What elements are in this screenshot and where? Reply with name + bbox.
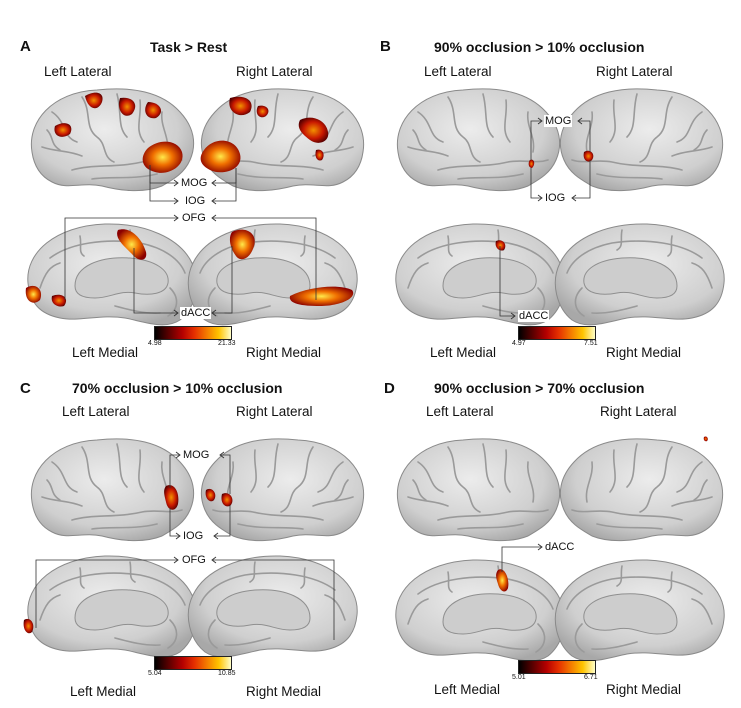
panel-b: B 90% occlusion > 10% occlusion Left Lat… <box>370 0 740 360</box>
label-left-medial: Left Medial <box>430 345 497 360</box>
label-right-lateral: Right Lateral <box>236 404 313 419</box>
panel-b-activations <box>495 150 594 251</box>
label-left-lateral: Left Lateral <box>424 64 492 79</box>
region-mog: MOG <box>180 177 209 189</box>
panel-a: A Task > Rest Left Lateral Right Lateral… <box>0 0 370 360</box>
colorbar-min: 5.04 <box>148 670 162 677</box>
label-left-lateral: Left Lateral <box>62 404 130 419</box>
panel-c-connectors <box>35 454 335 640</box>
panel-title: 90% occlusion > 70% occlusion <box>434 380 645 396</box>
colorbar <box>518 326 596 340</box>
colorbar <box>154 326 232 340</box>
label-left-medial: Left Medial <box>70 684 137 699</box>
region-dacc: dACC <box>518 310 550 322</box>
region-iog: IOG <box>182 530 205 542</box>
colorbar-max: 21.33 <box>218 340 236 347</box>
panel-d-connectors <box>501 546 542 572</box>
panel-d-brains <box>394 436 724 662</box>
panel-a-activations <box>25 92 354 307</box>
panel-d-activations <box>496 436 708 592</box>
label-right-medial: Right Medial <box>246 345 322 360</box>
colorbar-max: 7.51 <box>584 340 598 347</box>
label-right-medial: Right Medial <box>246 684 322 699</box>
colorbar-max: 6.71 <box>584 674 598 681</box>
panel-letter: D <box>384 380 395 397</box>
panel-title: 70% occlusion > 10% occlusion <box>72 380 283 396</box>
panel-c: C 70% occlusion > 10% occlusion Left Lat… <box>0 354 370 708</box>
label-right-lateral: Right Lateral <box>600 404 677 419</box>
colorbar <box>154 656 232 670</box>
panel-title: Task > Rest <box>150 39 228 55</box>
colorbar <box>518 660 596 674</box>
region-mog: MOG <box>182 449 211 461</box>
panel-a-brains <box>25 88 364 326</box>
label-left-lateral: Left Lateral <box>426 404 494 419</box>
panel-c-brains <box>23 438 364 658</box>
panel-letter: C <box>20 380 31 397</box>
panel-a-connectors <box>64 165 317 314</box>
region-mog: MOG <box>544 115 573 127</box>
label-right-medial: Right Medial <box>606 345 682 360</box>
colorbar-min: 4.97 <box>512 340 526 347</box>
label-right-lateral: Right Lateral <box>596 64 673 79</box>
label-left-medial: Left Medial <box>72 345 139 360</box>
region-dacc: dACC <box>180 307 212 319</box>
colorbar-min: 5.01 <box>512 674 526 681</box>
panel-c-activations <box>23 485 233 634</box>
panel-title: 90% occlusion > 10% occlusion <box>434 39 645 55</box>
label-right-lateral: Right Lateral <box>236 64 313 79</box>
region-ofg: OFG <box>181 212 207 224</box>
label-right-medial: Right Medial <box>606 682 682 697</box>
colorbar-max: 10.85 <box>218 670 236 677</box>
colorbar-min: 4.98 <box>148 340 162 347</box>
region-ofg: OFG <box>181 554 207 566</box>
region-dacc: dACC <box>544 541 576 553</box>
label-left-medial: Left Medial <box>434 682 501 697</box>
panel-d: D 90% occlusion > 70% occlusion Left Lat… <box>370 354 740 708</box>
label-left-lateral: Left Lateral <box>44 64 112 79</box>
panel-letter: B <box>380 38 391 55</box>
panel-letter: A <box>20 38 31 55</box>
region-iog: IOG <box>544 192 567 204</box>
region-iog: IOG <box>184 195 207 207</box>
